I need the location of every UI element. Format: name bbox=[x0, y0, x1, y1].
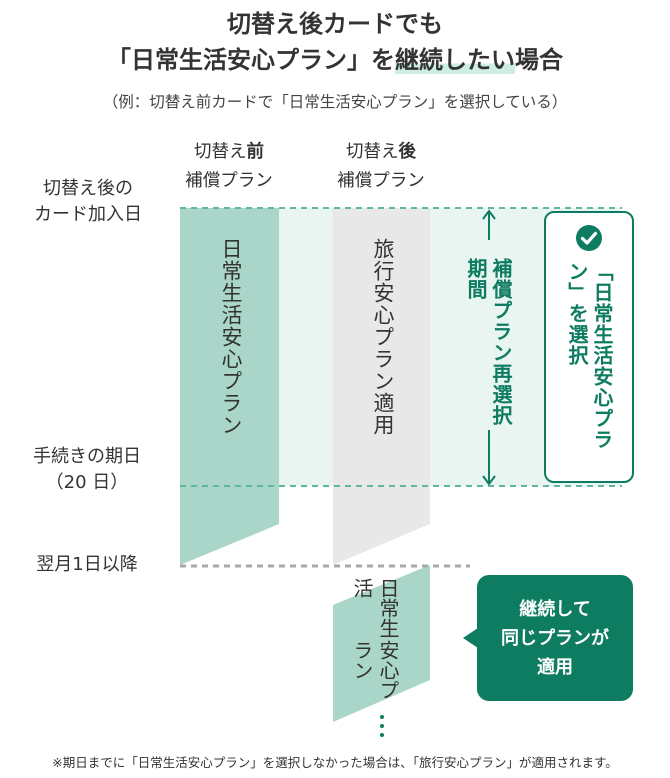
title-line-2: 「日常生活安心プラン」を継続したい場合 bbox=[0, 40, 670, 75]
join-date-label: 切替え後の カード加入日 bbox=[8, 176, 168, 228]
select-plan-box: 「日常生活安心プラン」を選択 bbox=[544, 211, 634, 483]
deadline-label: 手続きの期日 （20 日） bbox=[4, 444, 170, 496]
continued-plan-text: 日常生活安心プラン bbox=[349, 578, 401, 718]
before-header-bold: 前 bbox=[246, 142, 265, 162]
arrow-down-icon bbox=[482, 475, 496, 486]
subtitle: （例：切替え前カードで「日常生活安心プラン」を選択している） bbox=[102, 93, 568, 111]
before-plan-bar bbox=[180, 208, 279, 565]
join-date-label-l1: 切替え後の bbox=[43, 178, 133, 199]
select-l1: 「日常生活 bbox=[590, 261, 614, 366]
after-header-l2: 補償プラン bbox=[337, 171, 425, 191]
deadline-label-l1: 手続きの期日 bbox=[33, 446, 141, 467]
select-plan-text: 「日常生活安心プラン」を選択 bbox=[564, 261, 614, 476]
after-plan-bar bbox=[333, 208, 430, 565]
after-plan-header: 切替え後 補償プラン bbox=[320, 138, 442, 196]
after-header-l1: 切替え bbox=[346, 142, 399, 162]
continuation-dot bbox=[380, 724, 384, 728]
result-l3: 適用 bbox=[537, 657, 573, 678]
continuation-dot bbox=[380, 733, 384, 737]
reselect-period-label: 補償プラン再選択期間 bbox=[463, 258, 513, 428]
continued-plan-bar bbox=[333, 565, 430, 722]
result-box: 継続して 同じプランが 適用 bbox=[477, 575, 633, 701]
before-header-l1: 切替え bbox=[194, 142, 247, 162]
title-line-1: 切替え後カードでも bbox=[227, 10, 443, 38]
deadline-label-l2: （20 日） bbox=[45, 472, 129, 493]
title-line-2-pre: 「日常生活安心プラン」を bbox=[107, 46, 395, 74]
footnote: ※期日までに「日常生活安心プラン」を選択しなかった場合は、「旅行安心プラン」が適… bbox=[52, 755, 618, 770]
select-l2: 安心プラン」を選択 bbox=[565, 261, 614, 450]
period-l1: 補償プラン bbox=[489, 258, 513, 363]
next-month-label: 翌月1日以降 bbox=[36, 554, 138, 575]
title-highlight: 継続したい bbox=[395, 46, 515, 74]
before-header-l2: 補償プラン bbox=[185, 171, 273, 191]
join-date-label-l2: カード加入日 bbox=[34, 204, 142, 225]
continuation-dot bbox=[380, 715, 384, 719]
title-line-2-post: 場合 bbox=[515, 46, 563, 74]
after-plan-text: 旅行安心プラン適用 bbox=[371, 238, 395, 436]
period-l2: 再選択期間 bbox=[464, 258, 513, 426]
before-plan-text: 日常生活安心プラン bbox=[219, 238, 243, 436]
result-pointer bbox=[463, 628, 478, 648]
before-plan-header: 切替え前 補償プラン bbox=[168, 138, 290, 196]
continued-plan-l1: 日常生活 bbox=[350, 578, 400, 638]
continued-plan-l2: 安心プラン bbox=[350, 640, 400, 701]
arrow-up-icon bbox=[482, 209, 496, 220]
after-header-bold: 後 bbox=[398, 142, 417, 162]
result-l2: 同じプランが bbox=[501, 628, 609, 649]
check-circle-icon bbox=[576, 225, 602, 251]
result-l1: 継続して bbox=[519, 599, 591, 620]
